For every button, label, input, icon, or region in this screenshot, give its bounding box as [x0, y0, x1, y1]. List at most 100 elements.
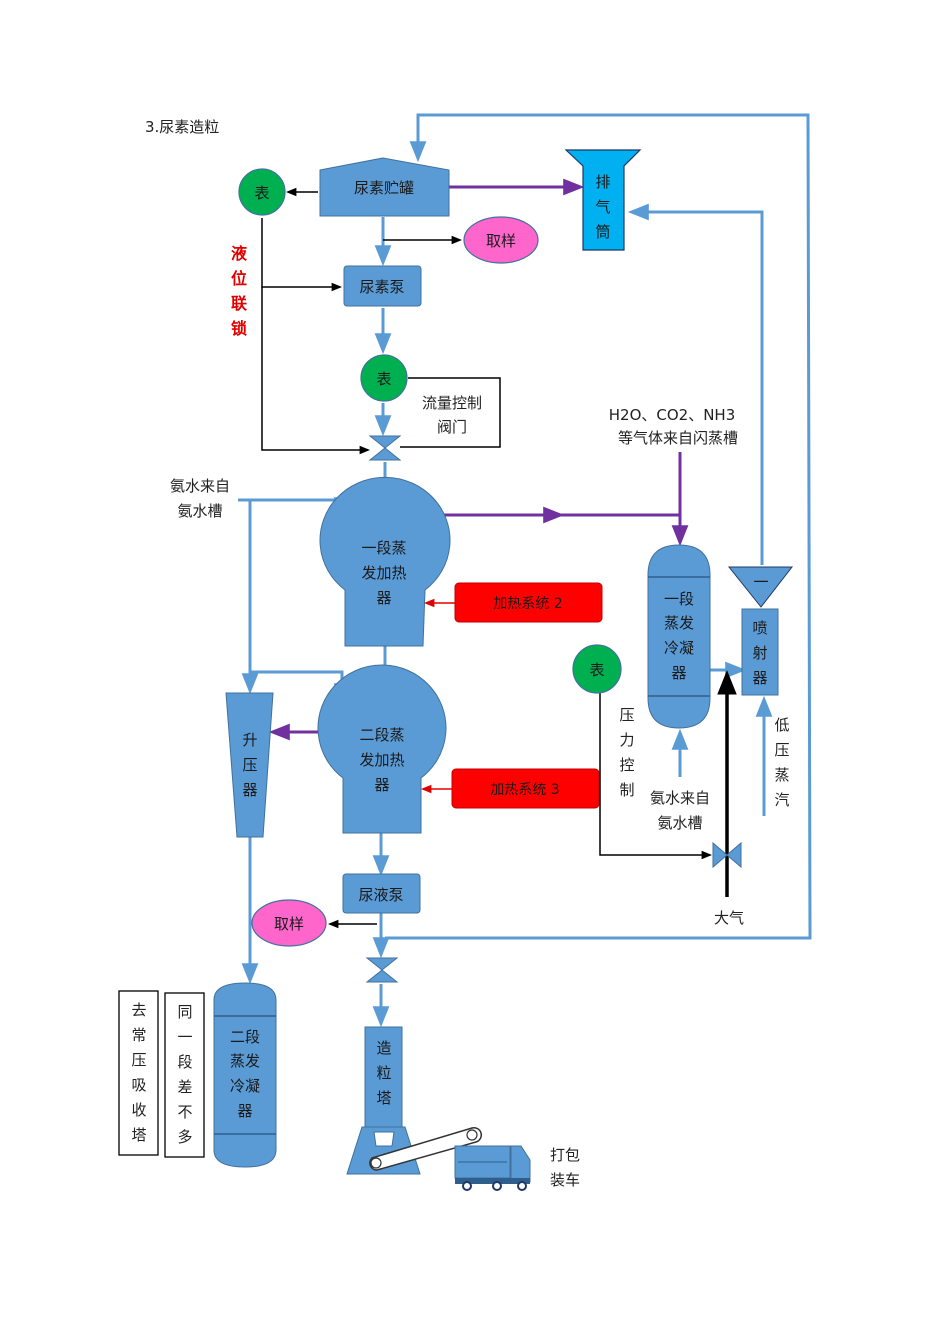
booster-char-3: 器: [242, 781, 257, 799]
ammonia2-label-2: 氨水槽: [657, 814, 702, 832]
first-stage-evaporator: 一段蒸 发加热 器: [319, 476, 451, 647]
cond2-line4: 器: [237, 1102, 252, 1120]
same-char-4: 差: [177, 1078, 192, 1096]
flow-control-valve: [368, 435, 402, 461]
exhaust-char-1: 排: [595, 173, 610, 191]
absorber-char-6: 塔: [131, 1126, 146, 1144]
signal-lines: [261, 187, 713, 929]
pump1-label: 尿素泵: [359, 278, 404, 296]
pressure-char-1: 压: [619, 706, 634, 724]
absorber-char-2: 常: [131, 1026, 146, 1044]
evap2-line2: 发加热: [359, 751, 404, 769]
gas-lines: [268, 178, 689, 741]
ejector-char-3: 器: [752, 669, 767, 687]
sample-point-1: 取样: [463, 216, 539, 264]
gases-label-1: H2O、CO2、NH3: [609, 406, 736, 424]
tower-char-2: 粒: [376, 1064, 391, 1082]
section-title: 3.尿素造粒: [145, 118, 219, 136]
flow-valve-label-2: 阀门: [437, 418, 467, 436]
gauge-label-3: 表: [589, 661, 604, 679]
heating2-label: 加热系统 2: [493, 596, 562, 612]
note-same-as: 同 一 段 差 不 多: [164, 992, 205, 1158]
cond1-line3: 冷凝: [664, 639, 694, 657]
booster-char-2: 压: [242, 756, 257, 774]
cond2-line2: 蒸发: [230, 1052, 260, 1070]
interlock-char-1: 液: [231, 244, 248, 263]
same-char-3: 段: [177, 1053, 192, 1071]
heater-arrows: [420, 598, 455, 794]
cond2-line3: 冷凝: [230, 1077, 260, 1095]
same-char-2: 一: [177, 1028, 192, 1046]
pressure-char-3: 控: [619, 756, 634, 774]
urea-pump: 尿素泵: [343, 265, 422, 307]
gases-label-2: 等气体来自闪蒸槽: [618, 429, 738, 447]
heating3-label: 加热系统 3: [490, 782, 559, 798]
booster-char-1: 升: [242, 731, 257, 749]
level-gauge: 表: [238, 168, 286, 216]
ejector-char-1: 喷: [752, 619, 767, 637]
pressure-control-label: 压 力 控 制: [619, 706, 634, 799]
ammonia-label-2: 氨水槽: [177, 502, 222, 520]
evap1-line2: 发加热: [361, 564, 406, 582]
truck-icon: [454, 1145, 531, 1191]
heating-system-3: 加热系统 3: [451, 768, 600, 809]
ejector-char-2: 射: [752, 644, 767, 662]
pressure-gauge: 表: [572, 644, 622, 694]
ammonia2-label-1: 氨水来自: [650, 789, 710, 807]
steam-char-4: 汽: [774, 791, 789, 809]
pressure-char-2: 力: [619, 731, 634, 749]
tower-char-3: 塔: [376, 1089, 391, 1107]
note-to-absorber: 去 常 压 吸 收 塔: [118, 990, 159, 1156]
same-char-1: 同: [177, 1003, 192, 1021]
flow-gauge: 表: [360, 354, 408, 402]
urea-storage-tank: 尿素贮罐: [319, 157, 450, 217]
low-steam-label: 低 压 蒸 汽: [774, 716, 789, 809]
evap2-line3: 器: [374, 776, 389, 794]
pressure-valve: [712, 841, 742, 869]
steam-char-2: 压: [774, 741, 789, 759]
first-stage-condenser: 一段 蒸发 冷凝 器: [647, 544, 711, 729]
evap1-line3: 器: [376, 589, 391, 607]
ejector-top-label: 一: [753, 573, 768, 591]
sample-label-2: 取样: [274, 915, 304, 933]
cond1-line4: 器: [671, 664, 686, 682]
absorber-char-5: 收: [131, 1101, 146, 1119]
atmosphere-label: 大气: [714, 909, 744, 927]
evap2-line1: 二段蒸: [359, 726, 404, 744]
interlock-char-4: 锁: [231, 319, 247, 338]
absorber-char-4: 吸: [131, 1076, 146, 1094]
cond1-line2: 蒸发: [664, 614, 694, 632]
same-char-5: 不: [177, 1103, 192, 1121]
exhaust-char-3: 筒: [595, 223, 610, 241]
steam-char-1: 低: [774, 716, 789, 734]
ammonia-label-1: 氨水来自: [170, 477, 230, 495]
urea-solution-pump: 尿液泵: [342, 873, 421, 914]
interlock-char-3: 联: [231, 294, 247, 313]
exhaust-char-2: 气: [595, 198, 610, 216]
process-lines: [238, 113, 812, 1028]
cond2-line1: 二段: [230, 1028, 260, 1046]
heating-system-2: 加热系统 2: [454, 582, 603, 623]
booster: 升 压 器: [225, 692, 274, 838]
cond1-line1: 一段: [664, 590, 694, 608]
interlock-char-2: 位: [231, 269, 247, 288]
ejector: 一 喷 射 器: [727, 566, 794, 696]
pack-label-2: 装车: [550, 1171, 580, 1189]
gauge-label-2: 表: [376, 370, 391, 388]
storage-tank-label: 尿素贮罐: [354, 179, 414, 197]
second-stage-evaporator: 二段蒸 发加热 器: [317, 664, 447, 834]
steam-char-3: 蒸: [774, 766, 789, 784]
exhaust-stack: 排 气 筒: [564, 149, 642, 251]
pump2-label: 尿液泵: [358, 886, 403, 904]
sample-point-2: 取样: [251, 899, 327, 947]
gauge-label-1: 表: [254, 184, 269, 202]
sample-label-1: 取样: [486, 232, 516, 250]
pack-label-1: 打包: [550, 1146, 580, 1164]
conveyor-belt: [369, 1126, 482, 1171]
second-stage-condenser: 二段 蒸发 冷凝 器: [213, 982, 277, 1168]
absorber-char-1: 去: [131, 1001, 146, 1019]
absorber-char-3: 压: [131, 1051, 146, 1069]
valve-main: [365, 957, 399, 983]
evap1-line1: 一段蒸: [361, 539, 406, 557]
